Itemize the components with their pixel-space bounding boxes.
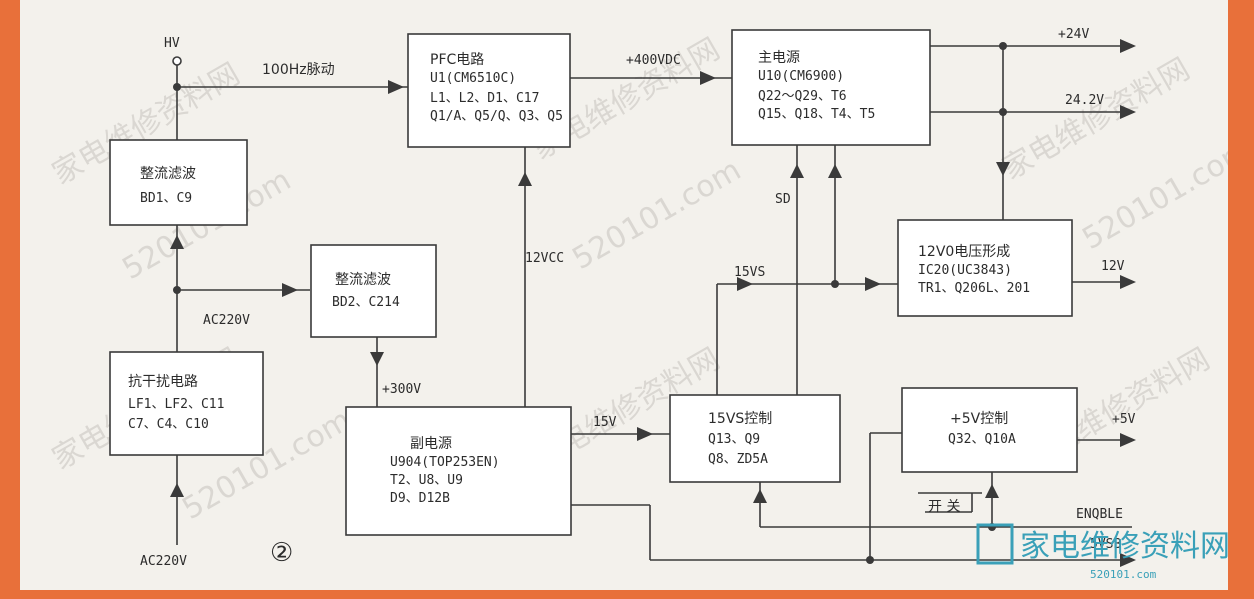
label-24-2v: 24.2V [1065,93,1104,108]
block-pfc: PFC电路 U1(CM6510C) L1、L2、D1、C17 Q1/A、Q5/Q… [407,33,571,148]
block-5v-control: +5V控制 Q32、Q10A [901,387,1078,473]
block-title: 主电源 [758,50,800,66]
label-ac220-mid: AC220V [203,313,250,328]
block-title: 抗干扰电路 [128,374,198,390]
block-line: BD1、C9 [140,191,192,206]
label-100hz: 100Hz脉动 [262,62,335,78]
logo-text: 家电维修资料网 [1020,529,1228,564]
label-15vs: 15VS [734,265,765,280]
label-300v: +300V [382,382,421,397]
block-line: Q32、Q10A [948,432,1016,447]
block-line: LF1、LF2、C11 [128,397,224,412]
block-emi-filter: 抗干扰电路 LF1、LF2、C11 C7、C4、C10 [109,351,264,456]
block-title: 副电源 [410,436,452,452]
block-line: IC20(UC3843) [918,263,1012,278]
label-15v: 15V [593,415,617,430]
label-switch: 开 关 [928,499,960,515]
site-logo: 家电维修资料网 520101.com [976,523,1228,581]
block-line: U1(CM6510C) [430,71,516,86]
label-ac220-in: AC220V [140,554,187,569]
watermark-url: 520101.com [567,153,747,277]
hv-terminal [172,56,182,66]
label-12vcc: 12VCC [525,251,564,266]
block-aux-power: 副电源 U904(TOP253EN) T2、U8、U9 D9、D12B [345,406,572,536]
block-rectifier-1: 整流滤波 BD1、C9 [109,139,248,226]
block-line: U10(CM6900) [758,69,844,84]
block-line: U904(TOP253EN) [390,455,500,470]
label-enable: ENQBLE [1076,507,1123,522]
block-diagram: 家电维修资料网 520101.com 家电维修资料网 520101.com 家电… [47,27,1229,581]
block-title: 整流滤波 [335,272,391,288]
label-400vdc: +400VDC [626,53,681,68]
label-5vsb: 5VSB [1090,537,1121,552]
block-line: C7、C4、C10 [128,417,209,432]
logo-mark-icon [976,523,1014,565]
block-line: TR1、Q206L、201 [918,281,1030,296]
figure-number: ② [270,538,293,568]
label-hv: HV [164,36,180,51]
block-line: BD2、C214 [332,295,400,310]
block-title: 12V0电压形成 [918,244,1010,260]
block-line: Q22～Q29、T6 [758,89,847,104]
junctions [173,42,1007,564]
label-sd: SD [775,192,791,207]
block-rectifier-2: 整流滤波 BD2、C214 [310,244,437,338]
block-title: +5V控制 [950,411,1008,427]
label-12v: 12V [1101,259,1125,274]
block-title: 整流滤波 [140,166,196,182]
block-15vs-control: 15VS控制 Q13、Q9 Q8、ZD5A [669,394,841,483]
block-line: Q1/A、Q5/Q、Q3、Q5 [430,109,563,124]
block-12v-former: 12V0电压形成 IC20(UC3843) TR1、Q206L、201 [897,219,1073,317]
arrows [170,39,1136,567]
block-line: T2、U8、U9 [390,473,463,488]
block-line: Q13、Q9 [708,432,760,447]
block-line: Q15、Q18、T4、T5 [758,107,875,122]
schematic-sheet: 家电维修资料网 520101.com 家电维修资料网 520101.com 家电… [20,0,1228,590]
block-main-power: 主电源 U10(CM6900) Q22～Q29、T6 Q15、Q18、T4、T5 [731,29,931,146]
wire-labels: 100Hz脉动 +400VDC +24V 24.2V SD 12VCC 15VS… [140,27,1136,569]
block-line: L1、L2、D1、C17 [430,91,539,106]
label-5v: +5V [1112,412,1136,427]
watermark-url: 520101.com [1077,133,1229,257]
block-title: 15VS控制 [708,411,772,427]
label-24v: +24V [1058,27,1089,42]
block-title: PFC电路 [430,52,484,68]
logo-url: 520101.com [1090,568,1157,581]
block-line: D9、D12B [390,491,450,506]
watermark-text: 家电维修资料网 [997,52,1196,187]
block-line: Q8、ZD5A [708,452,768,467]
